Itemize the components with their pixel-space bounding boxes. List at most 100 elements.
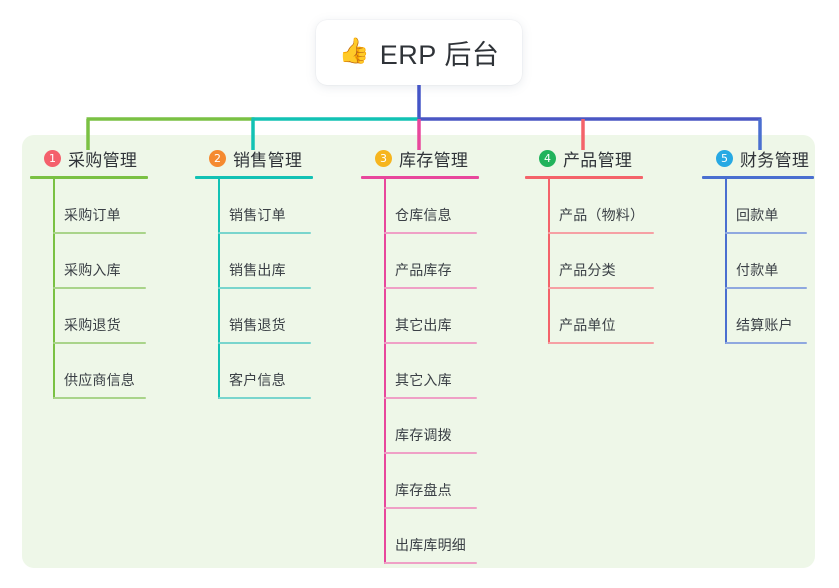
leaf-item[interactable]: 付款单 — [702, 234, 814, 289]
column-1: 1 采购管理采购订单采购入库采购退货供应商信息 — [30, 147, 148, 399]
leaf-item[interactable]: 回款单 — [702, 179, 814, 234]
column-title: 库存管理 — [399, 150, 469, 170]
leaf-item[interactable]: 销售退货 — [195, 289, 313, 344]
leaf-item-rule — [725, 342, 807, 344]
leaf-list: 仓库信息产品库存其它出库其它入库库存调拨库存盘点出库库明细 — [361, 179, 479, 564]
leaf-item-label: 供应商信息 — [64, 372, 135, 388]
leaf-item-rule — [384, 397, 477, 399]
leaf-item[interactable]: 结算账户 — [702, 289, 814, 344]
column-4: 4 产品管理产品（物料） 产品分类产品单位 — [525, 147, 654, 344]
leaf-item[interactable]: 采购入库 — [30, 234, 148, 289]
column-3: 3 库存管理仓库信息产品库存其它出库其它入库库存调拨库存盘点出库库明细 — [361, 147, 479, 564]
column-header-rule — [525, 176, 643, 179]
leaf-item[interactable]: 客户信息 — [195, 344, 313, 399]
column-index-badge: 4 — [539, 149, 556, 167]
leaf-item[interactable]: 采购订单 — [30, 179, 148, 234]
leaf-item-rule — [384, 287, 477, 289]
leaf-item-label: 结算账户 — [736, 317, 793, 333]
column-index-badge: 2 — [209, 149, 226, 167]
leaf-item[interactable]: 产品（物料） — [525, 179, 654, 234]
leaf-item[interactable]: 库存调拨 — [361, 399, 479, 454]
leaf-item-label: 采购退货 — [64, 317, 121, 333]
column-spine — [725, 179, 727, 344]
leaf-item-label: 销售订单 — [229, 207, 286, 223]
root-node[interactable]: 👍 ERP 后台 — [316, 20, 522, 85]
leaf-item[interactable]: 其它出库 — [361, 289, 479, 344]
column-header[interactable]: 2 销售管理 — [195, 147, 313, 170]
leaf-item-rule — [548, 342, 654, 344]
leaf-item[interactable]: 销售出库 — [195, 234, 313, 289]
leaf-item-rule — [384, 507, 477, 509]
leaf-item-label: 产品库存 — [395, 262, 452, 278]
leaf-item-label: 回款单 — [736, 207, 779, 223]
leaf-item-label: 销售出库 — [229, 262, 286, 278]
leaf-item[interactable]: 采购退货 — [30, 289, 148, 344]
column-spine — [218, 179, 220, 399]
leaf-item[interactable]: 产品库存 — [361, 234, 479, 289]
column-header[interactable]: 4 产品管理 — [525, 147, 643, 170]
column-title: 财务管理 — [740, 150, 810, 170]
leaf-item-label: 销售退货 — [229, 317, 286, 333]
leaf-list: 产品（物料） 产品分类产品单位 — [525, 179, 654, 344]
column-5: 5 财务管理回款单付款单结算账户 — [702, 147, 814, 344]
modules-panel — [22, 135, 815, 568]
leaf-item-rule — [725, 287, 807, 289]
column-title: 产品管理 — [563, 150, 633, 170]
leaf-list: 回款单付款单结算账户 — [702, 179, 814, 344]
leaf-list: 销售订单销售出库销售退货客户信息 — [195, 179, 313, 399]
leaf-item-label: 采购入库 — [64, 262, 121, 278]
thumbs-up-icon: 👍 — [338, 37, 370, 65]
leaf-item-label: 产品分类 — [559, 262, 616, 278]
column-header[interactable]: 5 财务管理 — [702, 147, 814, 170]
column-header[interactable]: 1 采购管理 — [30, 147, 148, 170]
root-label: ERP 后台 — [379, 40, 500, 70]
leaf-item-rule — [53, 342, 146, 344]
leaf-item-label: 库存盘点 — [395, 482, 452, 498]
column-header[interactable]: 3 库存管理 — [361, 147, 479, 170]
leaf-item-rule — [218, 342, 311, 344]
leaf-item[interactable]: 其它入库 — [361, 344, 479, 399]
leaf-item-rule — [548, 287, 654, 289]
leaf-item-rule — [384, 232, 477, 234]
leaf-item[interactable]: 出库库明细 — [361, 509, 479, 564]
leaf-item-label: 库存调拨 — [395, 427, 452, 443]
leaf-list: 采购订单采购入库采购退货供应商信息 — [30, 179, 148, 399]
leaf-item-rule — [384, 452, 477, 454]
leaf-item[interactable]: 销售订单 — [195, 179, 313, 234]
column-2: 2 销售管理销售订单销售出库销售退货客户信息 — [195, 147, 313, 399]
leaf-item-label: 其它出库 — [395, 317, 452, 333]
leaf-item-rule — [548, 232, 654, 234]
column-index-badge: 3 — [375, 149, 392, 167]
leaf-item-label: 出库库明细 — [395, 537, 466, 553]
column-index-badge: 1 — [44, 149, 61, 167]
leaf-item-label: 产品单位 — [559, 317, 616, 333]
column-header-rule — [702, 176, 814, 179]
leaf-item-label: 采购订单 — [64, 207, 121, 223]
leaf-item[interactable]: 供应商信息 — [30, 344, 148, 399]
column-spine — [548, 179, 550, 344]
leaf-item-rule — [218, 397, 311, 399]
leaf-item-label: 其它入库 — [395, 372, 452, 388]
leaf-item-rule — [384, 342, 477, 344]
column-title: 采购管理 — [68, 150, 138, 170]
leaf-item-rule — [53, 232, 146, 234]
column-header-rule — [195, 176, 313, 179]
leaf-item-rule — [725, 232, 807, 234]
leaf-item-rule — [218, 232, 311, 234]
leaf-item-label: 仓库信息 — [395, 207, 452, 223]
column-header-rule — [30, 176, 148, 179]
leaf-item-label: 产品（物料） — [559, 207, 645, 223]
column-spine — [384, 179, 386, 564]
leaf-item-rule — [53, 287, 146, 289]
leaf-item-rule — [53, 397, 146, 399]
leaf-item[interactable]: 产品分类 — [525, 234, 654, 289]
column-title: 销售管理 — [233, 150, 303, 170]
leaf-item[interactable]: 库存盘点 — [361, 454, 479, 509]
leaf-item[interactable]: 仓库信息 — [361, 179, 479, 234]
leaf-item[interactable]: 产品单位 — [525, 289, 654, 344]
column-spine — [53, 179, 55, 399]
column-header-rule — [361, 176, 479, 179]
column-index-badge: 5 — [716, 149, 733, 167]
leaf-item-label: 客户信息 — [229, 372, 286, 388]
